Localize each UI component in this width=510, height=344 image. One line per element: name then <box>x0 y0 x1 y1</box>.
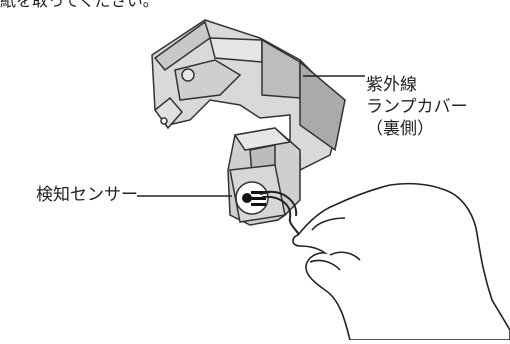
brush-drawing <box>259 190 301 239</box>
hand-drawing <box>292 182 510 341</box>
uv-lamp-cover-drawing <box>151 19 346 172</box>
uv-lamp-cover-label-line1: 紫外線 <box>366 75 417 95</box>
uv-lamp-cover-label-line3: （裏側） <box>366 119 434 139</box>
uv-lamp-cover-label: 紫外線 ランプカバー （裏側） <box>366 74 468 140</box>
sensor-drawing <box>235 181 269 215</box>
detection-sensor-label: 検知センサー <box>36 185 138 205</box>
top-instruction-text: 紙を取ってください。 <box>0 0 159 10</box>
uv-lamp-cover-label-line2: ランプカバー <box>366 97 468 117</box>
